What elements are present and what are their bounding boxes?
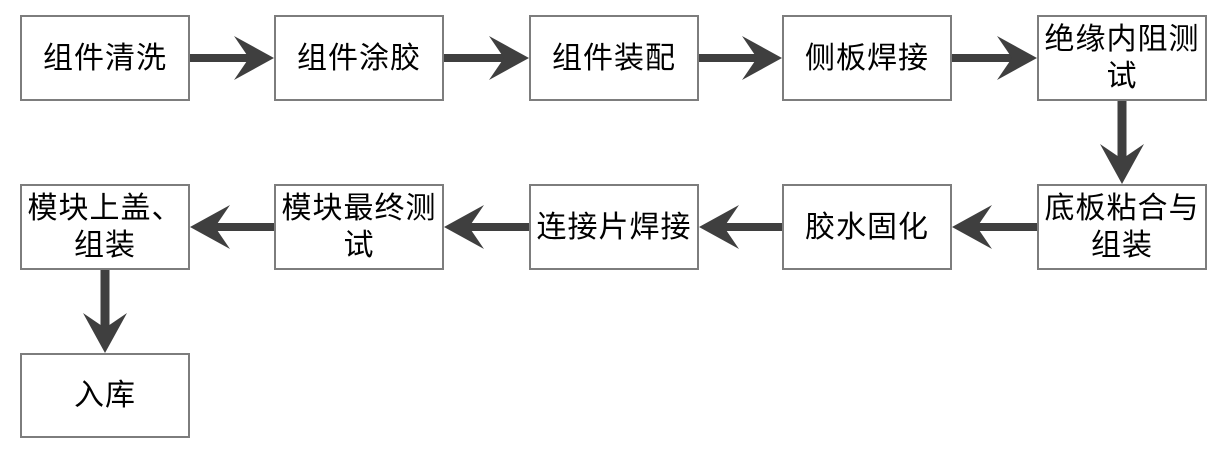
- node-label: 组件清洗: [43, 40, 167, 76]
- node-module-final-test: 模块最终测 试: [274, 184, 444, 270]
- node-label: 绝缘内阻测 试: [1044, 22, 1200, 94]
- arrow-component-cleaning-to-component-gluing: [190, 36, 274, 80]
- node-component-assembly: 组件装配: [529, 15, 699, 101]
- node-component-gluing: 组件涂胶: [274, 15, 444, 101]
- node-label: 连接片焊接: [536, 209, 692, 245]
- node-module-top-cover-assembly: 模块上盖、 组装: [20, 184, 190, 270]
- arrow-module-top-cover-assembly-to-warehousing: [83, 270, 127, 353]
- node-label: 入库: [74, 378, 136, 413]
- arrow-component-assembly-to-side-panel-welding: [699, 36, 782, 80]
- arrow-side-panel-welding-to-insulation-resistance-test: [952, 36, 1037, 80]
- node-side-panel-welding: 侧板焊接: [782, 15, 952, 101]
- arrow-component-gluing-to-component-assembly: [444, 36, 529, 80]
- node-bottom-plate-bonding-assembly: 底板粘合与 组装: [1037, 184, 1207, 270]
- arrow-module-final-test-to-module-top-cover-assembly: [190, 205, 274, 249]
- arrow-insulation-resistance-test-to-bottom-plate-bonding-assembly: [1100, 101, 1144, 184]
- node-label: 组件装配: [552, 40, 676, 76]
- node-warehousing: 入库: [20, 353, 190, 438]
- arrow-bottom-plate-bonding-assembly-to-glue-curing: [952, 205, 1037, 249]
- node-insulation-resistance-test: 绝缘内阻测 试: [1037, 15, 1207, 101]
- node-label: 胶水固化: [805, 209, 929, 245]
- node-connecting-strip-welding: 连接片焊接: [529, 184, 699, 270]
- node-label: 模块最终测 试: [281, 191, 437, 263]
- arrow-glue-curing-to-connecting-strip-welding: [699, 205, 782, 249]
- node-component-cleaning: 组件清洗: [20, 15, 190, 101]
- node-label: 侧板焊接: [805, 40, 929, 76]
- arrow-connecting-strip-welding-to-module-final-test: [444, 205, 529, 249]
- node-label: 底板粘合与 组装: [1044, 191, 1200, 263]
- node-label: 模块上盖、 组装: [27, 191, 183, 263]
- node-glue-curing: 胶水固化: [782, 184, 952, 270]
- node-label: 组件涂胶: [297, 40, 421, 76]
